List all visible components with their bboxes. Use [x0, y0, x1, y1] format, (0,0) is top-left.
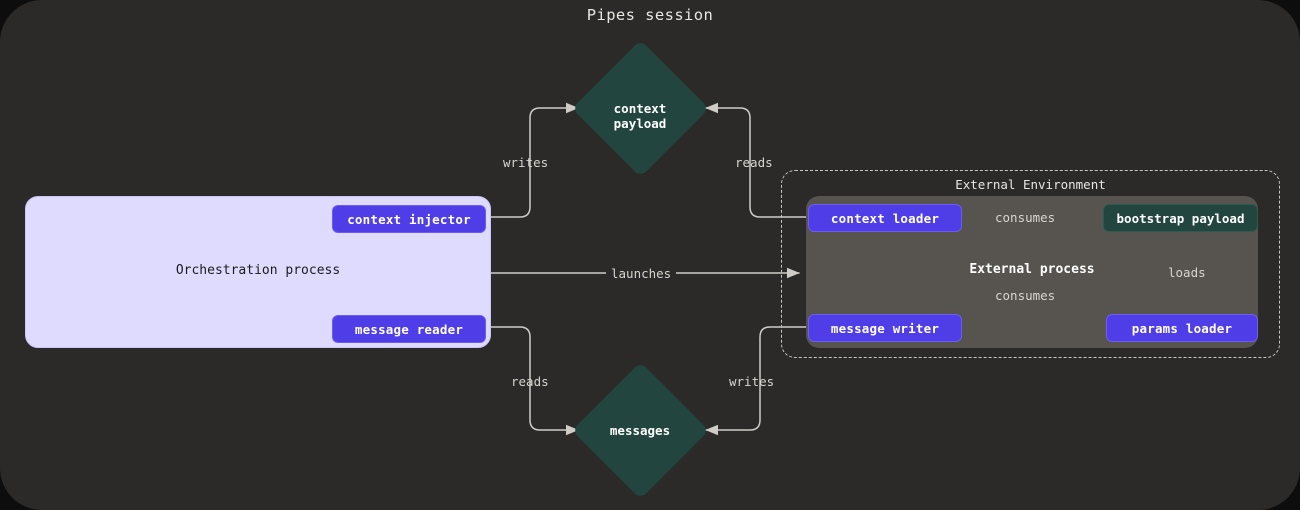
- node-params-loader[interactable]: params loader: [1106, 314, 1258, 342]
- orchestration-process-group: Orchestration process context injector m…: [25, 196, 491, 348]
- edge-writes-messages: [705, 326, 807, 436]
- edge-label-consumes-mid: consumes: [990, 288, 1061, 303]
- edge-label-consumes-top: consumes: [990, 210, 1061, 225]
- node-messages-label: messages: [609, 423, 671, 438]
- external-environment-label: External Environment: [955, 177, 1106, 192]
- edge-label-reads-messages: reads: [511, 374, 549, 389]
- page-title: Pipes session: [586, 6, 714, 24]
- edge-label-writes-context: writes: [503, 155, 549, 170]
- edge-reads-context: [705, 102, 807, 218]
- external-process-label: External process: [969, 262, 1095, 277]
- external-environment-group: External Environment: [781, 170, 1280, 358]
- edge-reads-messages: [490, 326, 579, 436]
- edge-label-reads-context: reads: [735, 155, 773, 170]
- edge-writes-context: [490, 102, 579, 218]
- orchestration-process-label: Orchestration process: [175, 263, 341, 278]
- node-message-writer[interactable]: message writer: [808, 314, 962, 342]
- node-bootstrap-payload[interactable]: bootstrap payload: [1103, 204, 1258, 232]
- node-context-injector[interactable]: context injector: [332, 205, 486, 233]
- edge-label-writes-messages: writes: [729, 374, 775, 389]
- node-message-reader[interactable]: message reader: [332, 315, 486, 343]
- edge-label-launches: launches: [606, 266, 677, 281]
- node-context-loader[interactable]: context loader: [808, 204, 962, 232]
- edge-label-loads: loads: [1163, 265, 1211, 280]
